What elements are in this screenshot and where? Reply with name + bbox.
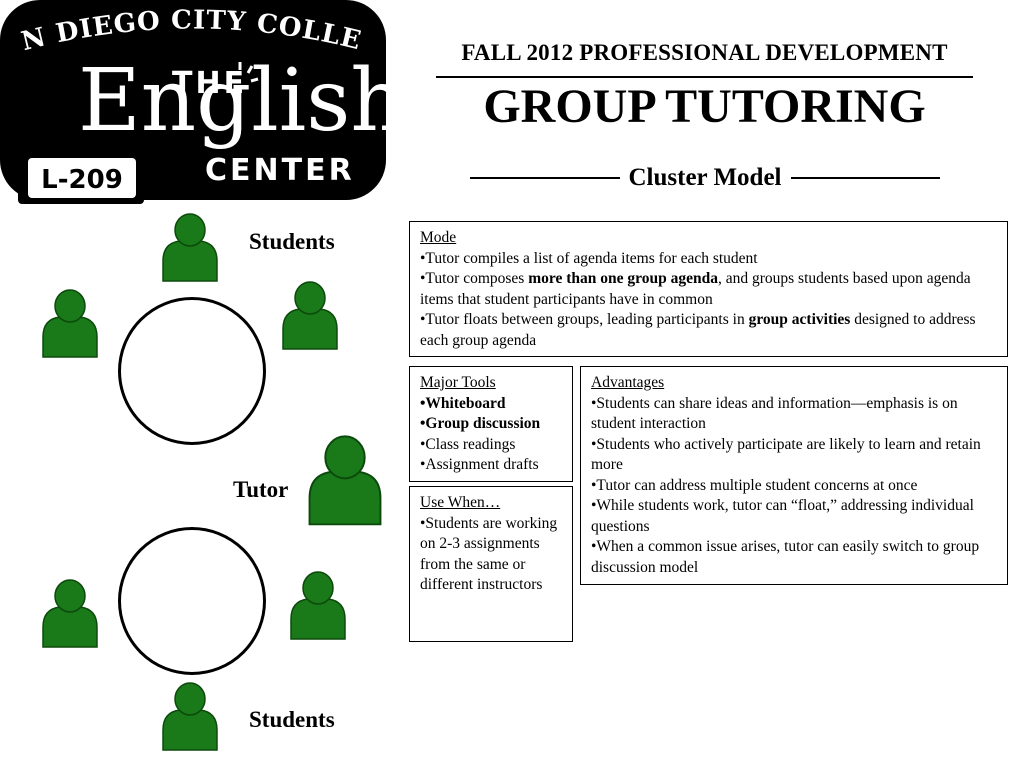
tutor-person-icon <box>308 435 382 526</box>
page-title: GROUP TUTORING <box>483 80 926 133</box>
mode-item: •Tutor compiles a list of agenda items f… <box>420 249 997 270</box>
mode-box: Mode •Tutor compiles a list of agenda it… <box>409 221 1008 357</box>
student-person-icon <box>290 571 346 640</box>
mode-item-text: •Tutor floats between groups, leading pa… <box>420 311 749 328</box>
room-number: L-209 <box>41 165 123 195</box>
use-when-box: Use When… •Students are working on 2-3 a… <box>409 486 573 642</box>
mode-item: •Tutor composes more than one group agen… <box>420 269 997 310</box>
spark-icon <box>238 62 259 83</box>
major-tools-box: Major Tools •Whiteboard •Group discussio… <box>409 366 573 482</box>
mode-item-text: designed to address each group agenda <box>420 311 976 349</box>
header-subtitle: FALL 2012 PROFESSIONAL DEVELOPMENT <box>461 40 948 65</box>
section-heading: Cluster Model <box>470 160 940 196</box>
mode-item-emphasis: group activities <box>748 311 851 328</box>
students-label-bottom: Students <box>249 707 335 732</box>
when-title: Use When… <box>420 494 501 511</box>
section-rule-left <box>470 177 620 179</box>
advantages-item: •When a common issue arises, tutor can e… <box>591 538 980 576</box>
student-person-icon <box>42 289 98 358</box>
tools-title: Major Tools <box>420 374 496 391</box>
when-text: •Students are working on 2-3 assignments… <box>420 514 558 594</box>
tools-item: •Class readings <box>420 435 516 453</box>
mode-item: •Tutor floats between groups, leading pa… <box>420 310 997 351</box>
group-circle-bottom <box>118 527 266 675</box>
english-center-logo: SAN DIEGO CITY COLLEGE English THE CENTE… <box>0 0 386 204</box>
student-person-icon <box>162 682 218 751</box>
student-person-icon <box>282 281 338 350</box>
tools-item: •Assignment drafts <box>420 456 539 473</box>
logo-center-text: CENTER <box>205 153 355 188</box>
advantages-title: Advantages <box>591 374 665 391</box>
mode-title: Mode <box>420 229 457 246</box>
students-label-top: Students <box>249 229 335 254</box>
mode-item-text: •Tutor composes <box>420 270 529 287</box>
group-circle-top <box>118 297 266 445</box>
section-rule-right <box>790 177 940 179</box>
advantages-box: Advantages •Students can share ideas and… <box>580 366 1008 585</box>
advantages-item: •Tutor can address multiple student conc… <box>591 476 918 494</box>
tools-item: •Whiteboard <box>420 394 506 412</box>
student-person-icon <box>162 213 218 282</box>
advantages-item: •While students work, tutor can “float,”… <box>591 497 974 535</box>
advantages-item: •Students can share ideas and informatio… <box>591 394 958 433</box>
student-person-icon <box>42 579 98 648</box>
mode-item-text: , and groups students based upon agenda … <box>420 270 971 308</box>
logo-the-text: THE <box>172 66 247 101</box>
advantages-item: •Students who actively participate are l… <box>591 435 981 474</box>
logo-english-text: English <box>78 51 386 151</box>
section-title: Cluster Model <box>628 164 782 191</box>
tutor-label: Tutor <box>233 477 289 502</box>
header-divider <box>436 76 973 78</box>
mode-item-emphasis: more than one group agenda <box>528 270 718 287</box>
tools-item: •Group discussion <box>420 415 541 432</box>
room-badge <box>28 158 136 198</box>
mode-item-text: •Tutor compiles a list of agenda items f… <box>420 249 758 267</box>
